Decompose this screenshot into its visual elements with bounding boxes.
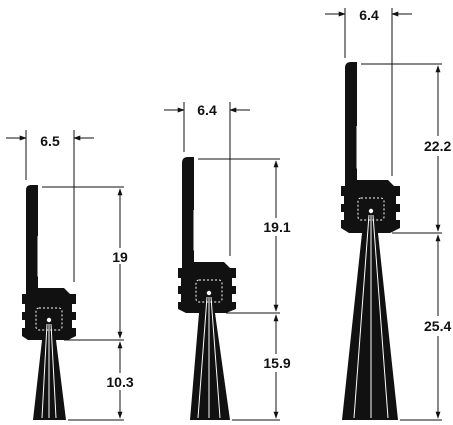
profile-small-brush-label: 10.3 — [106, 374, 133, 390]
profile-large-width-label: 6.4 — [359, 7, 379, 23]
profile-small-width-label: 6.5 — [40, 133, 60, 149]
profile-medium-shape — [178, 157, 236, 420]
profile-medium-width-label: 6.4 — [197, 102, 217, 118]
profile-medium-brush-label: 15.9 — [263, 355, 290, 371]
profile-medium: 6.4 19.1 15.9 — [164, 102, 291, 421]
profile-small-holder-label: 19 — [112, 249, 128, 265]
profile-large-holder-label: 22.2 — [424, 138, 451, 154]
profile-large-shape — [341, 62, 400, 420]
profile-large-brush-label: 25.4 — [424, 318, 451, 334]
profile-medium-holder-label: 19.1 — [263, 219, 290, 235]
profile-small: 6.5 19 10.3 — [6, 130, 134, 421]
profile-large: 6.4 22.2 25.4 — [325, 7, 451, 421]
